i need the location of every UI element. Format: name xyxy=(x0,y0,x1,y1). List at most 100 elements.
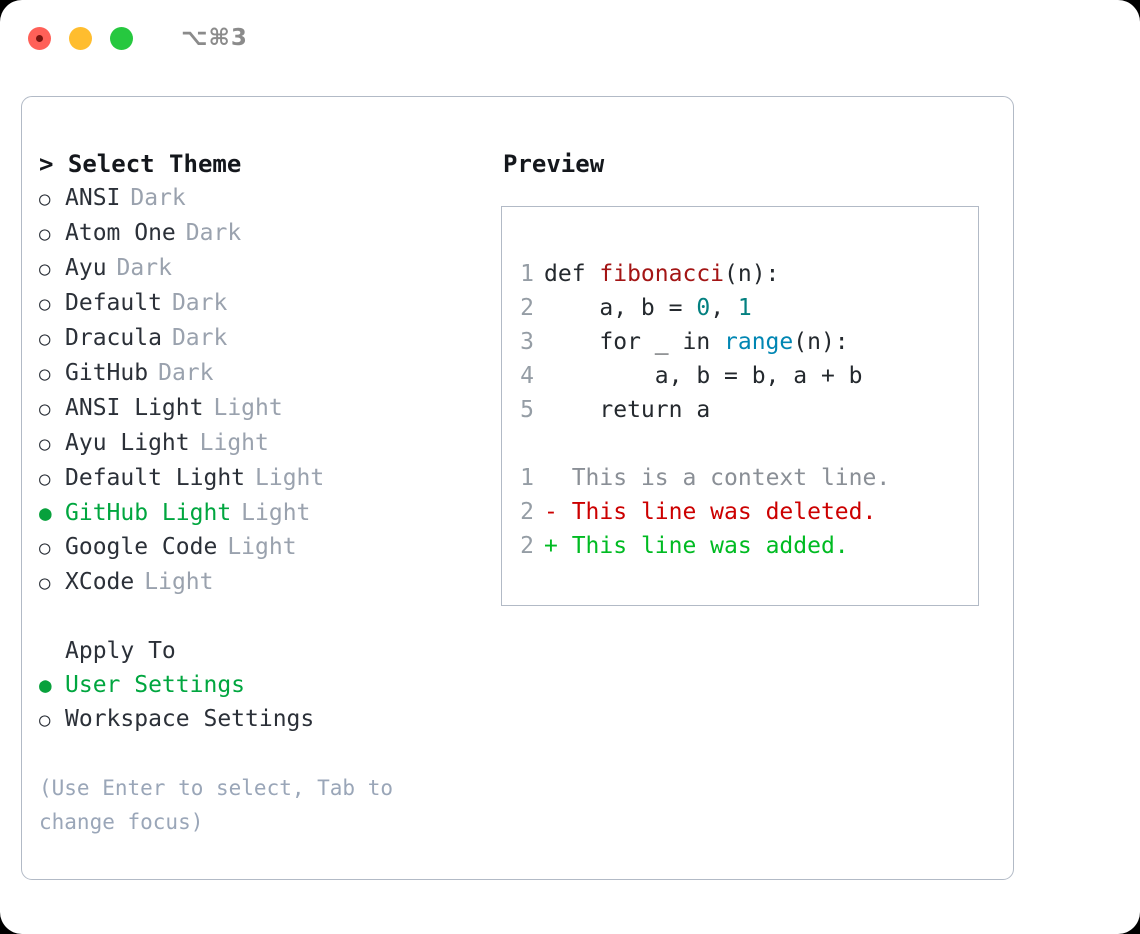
code-token-plain: return a xyxy=(544,397,711,423)
theme-item-xcode[interactable]: ○ XCode Light xyxy=(39,565,484,600)
theme-item-github[interactable]: ○ GitHub Dark xyxy=(39,356,484,391)
zoom-button[interactable] xyxy=(110,26,133,50)
code-token-plain: (n): xyxy=(724,261,780,287)
theme-item-label: Default xyxy=(65,290,162,316)
theme-item-label: ANSI Light xyxy=(65,395,204,421)
code-token-number: 1 xyxy=(737,295,752,321)
code-token-plain: (n): xyxy=(793,329,849,355)
theme-item-variant: Light xyxy=(255,465,325,491)
diff-sample: 1 This is a context line.2- This line wa… xyxy=(502,461,978,563)
theme-item-variant: Light xyxy=(227,534,297,560)
theme-item-dracula[interactable]: ○ Dracula Dark xyxy=(39,321,484,356)
theme-item-google-code[interactable]: ○ Google Code Light xyxy=(39,530,484,565)
radio-selected-icon: ● xyxy=(39,501,52,525)
select-theme-header: > Select Theme xyxy=(39,150,242,178)
radio-unselected-icon: ○ xyxy=(39,258,51,280)
radio-unselected-icon: ○ xyxy=(39,363,51,385)
line-number: 1 xyxy=(520,261,534,287)
theme-item-label: Default Light xyxy=(65,465,246,491)
apply-to-option-user-settings[interactable]: ● User Settings xyxy=(39,668,484,702)
code-token-builtin: range xyxy=(724,329,794,355)
code-line: 2 a, b = 0, 1 xyxy=(502,291,978,325)
radio-unselected-icon: ○ xyxy=(39,433,51,455)
window-controls xyxy=(28,26,133,50)
theme-item-variant: Dark xyxy=(116,255,172,281)
code-diff-spacer xyxy=(502,427,978,461)
keyboard-hint: (Use Enter to select, Tab to change focu… xyxy=(39,776,394,834)
theme-item-variant: Dark xyxy=(171,325,228,351)
radio-unselected-icon: ○ xyxy=(39,293,51,315)
theme-item-variant: Dark xyxy=(130,185,186,211)
radio-unselected-icon: ○ xyxy=(39,398,51,420)
theme-item-variant: Light xyxy=(199,430,269,456)
code-line-content: return a xyxy=(544,393,710,427)
line-number: 2 xyxy=(520,499,534,525)
code-token-plain: , xyxy=(710,295,738,321)
code-line: 1 def fibonacci(n): xyxy=(502,257,978,291)
line-number: 5 xyxy=(520,397,534,423)
code-token-plain: def xyxy=(544,261,600,287)
radio-unselected-icon: ○ xyxy=(39,328,51,350)
theme-item-label: Atom One xyxy=(65,220,176,246)
diff-marker-icon xyxy=(544,461,558,495)
preview-title: Preview xyxy=(503,150,605,178)
code-line-content: a, b = b, a + b xyxy=(544,359,863,393)
theme-item-default-light[interactable]: ○ Default Light Light xyxy=(39,461,484,496)
diff-line-context: 1 This is a context line. xyxy=(502,461,978,495)
line-number: 1 xyxy=(520,465,534,491)
line-number: 3 xyxy=(520,329,534,355)
theme-item-label: Ayu xyxy=(65,255,107,281)
code-line: 5 return a xyxy=(502,393,978,427)
code-token-number: 0 xyxy=(696,295,711,321)
radio-unselected-icon: ○ xyxy=(39,572,51,594)
radio-unselected-icon: ○ xyxy=(39,468,51,490)
radio-unselected-icon: ○ xyxy=(39,188,51,210)
code-token-plain: a, b = b, a + b xyxy=(544,363,863,389)
code-token-function: fibonacci xyxy=(599,261,725,287)
theme-item-github-light[interactable]: ● GitHub Light Light xyxy=(39,496,484,530)
apply-to-list[interactable]: ● User Settings ○Workspace Settings xyxy=(39,668,484,737)
code-line-content: a, b = 0, 1 xyxy=(544,291,752,325)
radio-selected-icon: ● xyxy=(39,673,52,697)
theme-item-variant: Dark xyxy=(185,220,242,246)
theme-item-label: Google Code xyxy=(65,534,218,560)
theme-item-label: Dracula xyxy=(65,325,162,351)
line-number: 2 xyxy=(520,295,534,321)
theme-item-variant: Light xyxy=(144,569,214,595)
theme-item-ayu-light[interactable]: ○ Ayu Light Light xyxy=(39,426,484,461)
theme-item-ayu[interactable]: ○ Ayu Dark xyxy=(39,251,484,286)
code-line: 4 a, b = b, a + b xyxy=(502,359,978,393)
apply-to-label: User Settings xyxy=(65,672,246,698)
line-number: 2 xyxy=(520,533,534,559)
diff-line-text: This line was deleted. xyxy=(557,499,877,525)
line-number: 4 xyxy=(520,363,534,389)
diff-marker-icon: - xyxy=(544,499,558,525)
diff-line-deleted: 2- This line was deleted. xyxy=(502,495,978,529)
code-line: 3 for _ in range(n): xyxy=(502,325,978,359)
radio-unselected-icon: ○ xyxy=(39,537,51,559)
code-line-content: for _ in range(n): xyxy=(544,325,849,359)
theme-item-label: Ayu Light xyxy=(65,430,190,456)
theme-item-label: GitHub xyxy=(65,360,149,386)
radio-unselected-icon: ○ xyxy=(39,709,51,731)
keyboard-shortcut-label: ⌥⌘3 xyxy=(181,25,248,51)
apply-to-option-workspace-settings[interactable]: ○Workspace Settings xyxy=(39,702,484,737)
minimize-button[interactable] xyxy=(69,26,92,50)
theme-item-variant: Dark xyxy=(171,290,228,316)
theme-item-default[interactable]: ○ Default Dark xyxy=(39,286,484,321)
theme-item-label: XCode xyxy=(65,569,135,595)
theme-item-variant: Light xyxy=(241,500,311,526)
diff-line-text: This is a context line. xyxy=(557,465,891,491)
theme-item-label: GitHub Light xyxy=(65,500,232,526)
code-token-plain: for _ in xyxy=(544,329,725,355)
close-button[interactable] xyxy=(28,26,51,50)
theme-item-variant: Dark xyxy=(158,360,214,386)
